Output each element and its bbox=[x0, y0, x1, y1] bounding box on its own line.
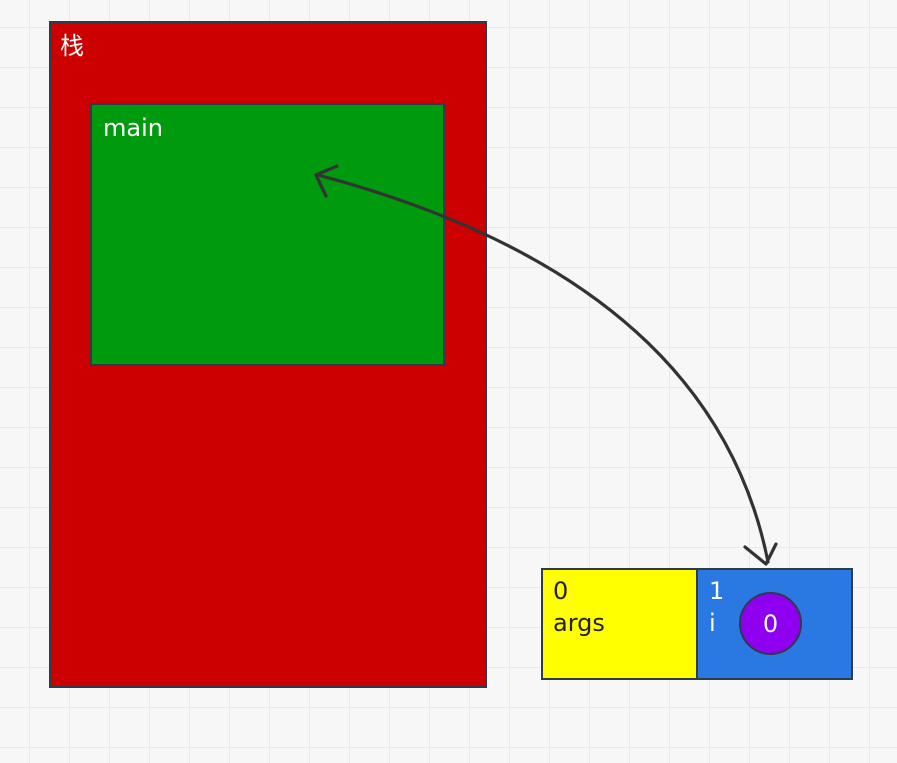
stack-frame-label: main bbox=[103, 114, 163, 142]
stack-frame-main bbox=[90, 103, 445, 366]
slot-1-value: 0 bbox=[762, 609, 779, 638]
slot-1-name: i bbox=[709, 609, 716, 637]
slot-1-value-circle: 0 bbox=[739, 592, 802, 655]
slot-0-index: 0 bbox=[553, 577, 569, 605]
slot-0-name: args bbox=[553, 609, 605, 637]
slot-1-index: 1 bbox=[709, 577, 725, 605]
stack-label: 栈 bbox=[60, 32, 84, 60]
arrowhead-slot-end bbox=[743, 542, 778, 566]
local-variable-slot-0 bbox=[541, 568, 698, 680]
